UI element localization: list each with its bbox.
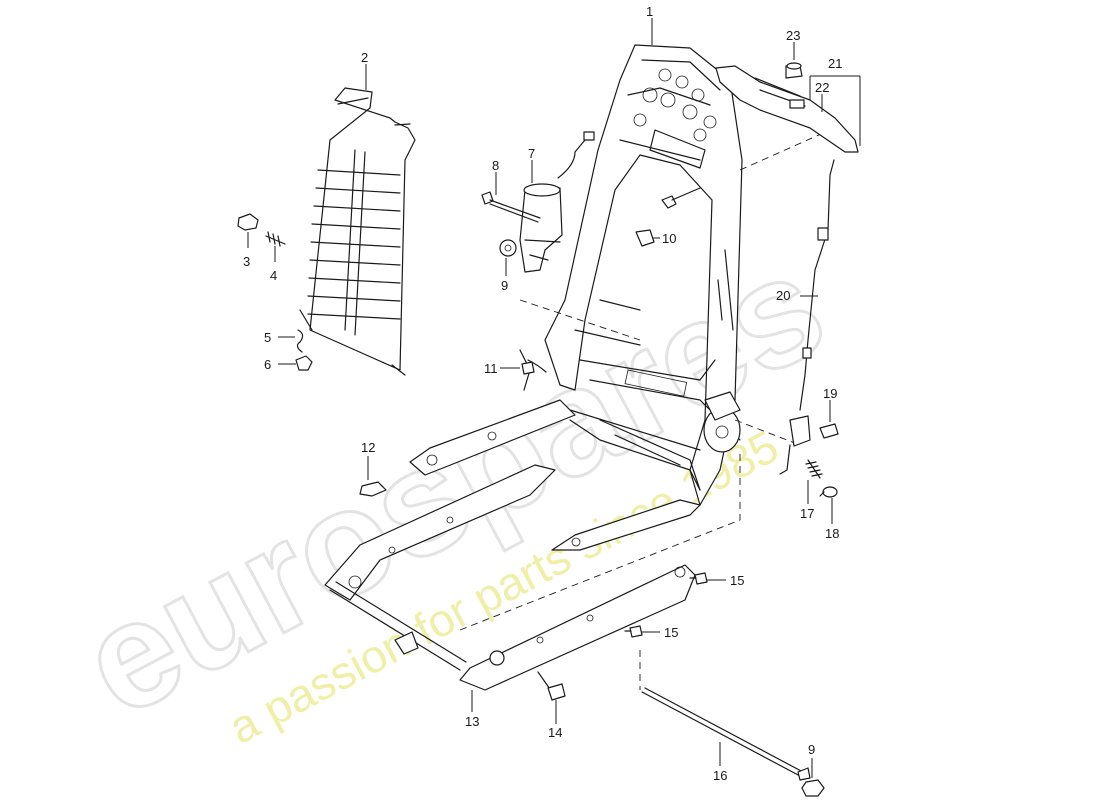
callout-9-lower: 9 — [808, 742, 815, 757]
callout-12: 12 — [361, 440, 375, 455]
callout-5: 5 — [264, 330, 271, 345]
callout-13: 13 — [465, 714, 479, 729]
backrest-frame — [544, 44, 743, 506]
callout-20: 20 — [776, 288, 790, 303]
clip-part-19 — [819, 423, 839, 439]
callout-22: 22 — [815, 80, 829, 95]
callout-labels: 1 2 3 4 5 6 7 8 9 10 11 12 13 14 15 15 1… — [243, 4, 842, 783]
knob-part-23 — [785, 62, 803, 79]
recliner-mechanism — [703, 391, 741, 453]
callout-15-lower: 15 — [664, 625, 678, 640]
spring-part-4 — [265, 231, 286, 247]
screw-part-15-lower — [624, 625, 643, 638]
callout-19: 19 — [823, 386, 837, 401]
callout-6: 6 — [264, 357, 271, 372]
bolt-part-14 — [537, 671, 566, 701]
actuator-part-22 — [715, 65, 859, 153]
assembly-dash-lines — [459, 129, 831, 690]
pin-part-18 — [819, 486, 838, 498]
hook-part-5 — [296, 329, 304, 353]
cable-part-20 — [779, 159, 835, 475]
spring-part-17 — [805, 459, 823, 479]
callout-15-upper: 15 — [730, 573, 744, 588]
callout-11: 11 — [484, 361, 498, 376]
screw-top — [661, 187, 701, 209]
callout-18: 18 — [825, 526, 839, 541]
backrest-wire-frame — [299, 87, 416, 376]
callout-7: 7 — [528, 146, 535, 161]
callout-4: 4 — [270, 268, 277, 283]
callout-21: 21 — [828, 56, 842, 71]
motor-part-7 — [519, 131, 595, 273]
screw-part-15-upper — [689, 572, 708, 585]
clip-part-10 — [635, 229, 655, 247]
callout-16: 16 — [713, 768, 727, 783]
rod-part-16 — [641, 687, 811, 781]
bolt-part-8 — [481, 191, 541, 223]
clip-part-12 — [359, 481, 387, 497]
callout-9-upper: 9 — [501, 278, 508, 293]
callout-3: 3 — [243, 254, 250, 269]
callout-2: 2 — [361, 50, 368, 65]
seat-frame-rails — [324, 399, 701, 691]
leader-lines — [247, 18, 861, 778]
callout-23: 23 — [786, 28, 800, 43]
callout-1: 1 — [646, 4, 653, 19]
cable-part-11 — [519, 349, 547, 391]
nut-part-6 — [295, 355, 313, 371]
callout-14: 14 — [548, 725, 562, 740]
callout-10: 10 — [662, 231, 676, 246]
callout-8: 8 — [492, 158, 499, 173]
callout-17: 17 — [800, 506, 814, 521]
nut-part-9-lower — [801, 779, 825, 797]
clip-part-3 — [237, 213, 259, 231]
washer-part-9-upper — [499, 239, 517, 257]
